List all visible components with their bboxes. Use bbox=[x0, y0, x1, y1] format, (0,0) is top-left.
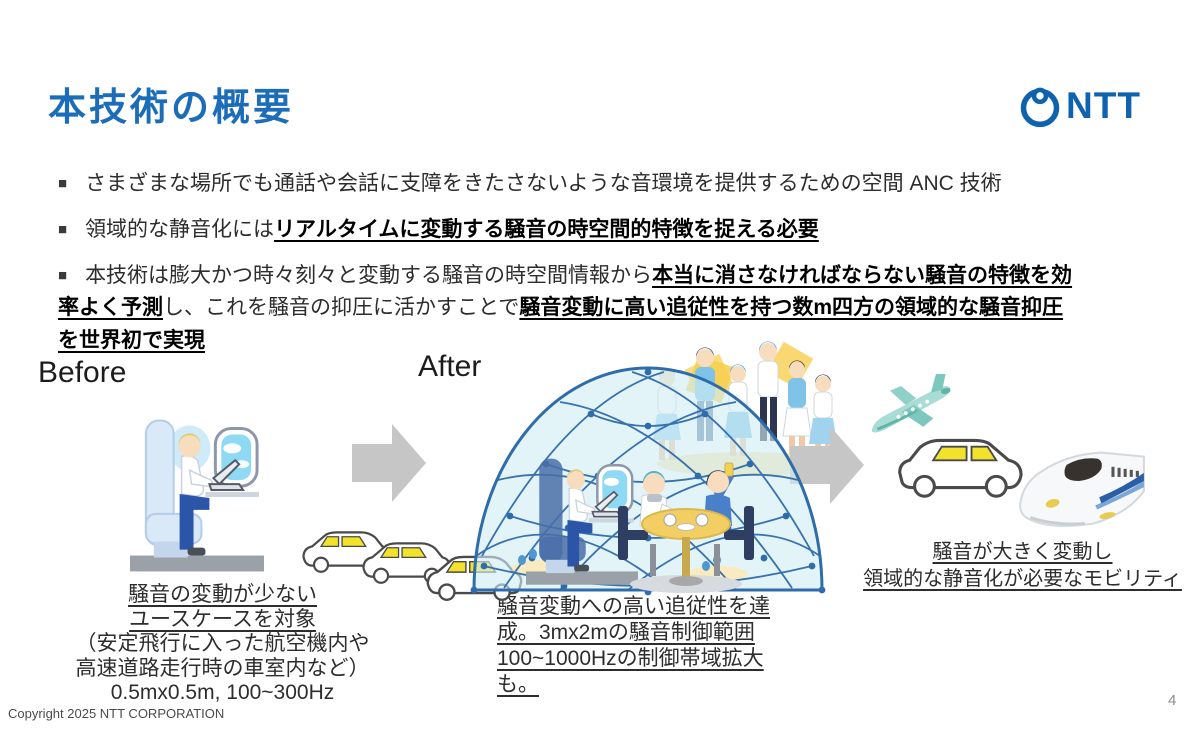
airplane-icon bbox=[871, 373, 951, 433]
mobility-caption: 騒音が大きく変動し 領域的な静音化が必要なモビリティ bbox=[855, 539, 1190, 593]
before-caption-line: 騒音の変動が少ない bbox=[128, 583, 317, 606]
before-caption-line: 高速道路走行時の車室内など） bbox=[75, 656, 370, 680]
after-label: After bbox=[418, 350, 482, 383]
bullet-3-text-2: し、これを騒音の抑圧に活かすことで bbox=[163, 296, 520, 320]
bullet-3-emphasis-2: 騒音変動に高い追従性を持つ数m四方の領域的な騒音抑圧を世界初で実現 bbox=[58, 296, 1064, 352]
before-label: Before bbox=[38, 356, 127, 389]
bullet-item-1: ■ さまざまな場所でも通話や会話に支障をきたさないような音環境を提供するための空間… bbox=[58, 168, 1073, 201]
bullet-3-text-1: 本技術は膨大かつ時々刻々と変動する騒音の時空間情報から bbox=[85, 263, 653, 287]
bullet-2-emphasis: リアルタイムに変動する騒音の時空間的特徴を捉える必要 bbox=[274, 217, 819, 241]
copyright-text: Copyright 2025 NTT CORPORATION bbox=[8, 706, 225, 721]
bullet-train-icon bbox=[1019, 451, 1145, 527]
page-title: 本技術の概要 bbox=[48, 87, 295, 129]
shinkansen-illustration bbox=[1014, 430, 1148, 537]
after-caption-line: 100~1000Hzの制御帯域拡大 bbox=[497, 647, 764, 671]
cafe-table-scene bbox=[610, 432, 762, 602]
bullet-list: ■ さまざまな場所でも通話や会話に支障をきたさないような音環境を提供するための空間… bbox=[58, 168, 1073, 371]
right-arrow-icon bbox=[790, 426, 864, 504]
after-caption-line: 成。3mx2mの騒音制御範囲 bbox=[497, 621, 755, 645]
transition-arrow-2 bbox=[790, 426, 864, 509]
after-caption-line: も。 bbox=[497, 673, 539, 697]
ntt-logo: NTT bbox=[1018, 84, 1141, 128]
transition-arrow-1 bbox=[352, 424, 426, 507]
before-caption-line: ユースケースを対象 bbox=[129, 607, 316, 631]
after-caption: 騒音変動への高い追従性を達 成。3mx2mの騒音制御範囲 100~1000Hzの… bbox=[497, 594, 812, 698]
mobility-caption-line: 領域的な静音化が必要なモビリティ bbox=[863, 568, 1182, 590]
bullet-square-icon: ■ bbox=[58, 175, 68, 192]
mobility-caption-line: 騒音が大きく変動し bbox=[932, 541, 1113, 563]
person-laptop-seat-icon bbox=[130, 419, 264, 572]
person-laptop-seat-icon bbox=[526, 458, 638, 585]
car-illustration bbox=[896, 424, 1026, 509]
bullet-2-text: 領域的な静音化には bbox=[85, 217, 275, 241]
bullet-1-text: さまざまな場所でも通話や会話に支障をきたさないような音環境を提供するための空間 … bbox=[85, 172, 1002, 195]
right-arrow-icon bbox=[352, 424, 426, 502]
ntt-dynamic-loop-icon bbox=[1020, 87, 1060, 128]
car-icon bbox=[362, 542, 451, 584]
before-caption: 騒音の変動が少ない ユースケースを対象 （安定飛行に入った航空機内や 高速道路走… bbox=[50, 583, 395, 706]
bullet-item-3: ■ 本技術は膨大かつ時々刻々と変動する騒音の時空間情報から本当に消さなければならな… bbox=[58, 260, 1073, 358]
before-caption-line: 0.5mx0.5m, 100~300Hz bbox=[110, 681, 335, 705]
ntt-logo-text: NTT bbox=[1066, 85, 1141, 126]
people-at-table-icon bbox=[618, 462, 754, 593]
bullet-square-icon: ■ bbox=[58, 266, 68, 284]
before-caption-line: （安定飛行に入った航空機内や bbox=[75, 632, 370, 656]
airplane-illustration bbox=[856, 373, 964, 451]
airplane-seat-scene bbox=[130, 410, 264, 583]
bullet-item-2: ■ 領域的な静音化にはリアルタイムに変動する騒音の時空間的特徴を捉える必要 bbox=[58, 214, 1073, 247]
after-caption-line: 騒音変動への高い追従性を達 bbox=[497, 595, 770, 618]
car-icon bbox=[898, 438, 1023, 498]
bullet-square-icon: ■ bbox=[58, 220, 68, 238]
page-number: 4 bbox=[1168, 692, 1177, 709]
airplane-seat-scene-in-dome bbox=[526, 450, 638, 595]
bullet-3-emphasis-1: 本当に消さなければならない騒音の特徴を効率よく予測 bbox=[58, 263, 1073, 320]
